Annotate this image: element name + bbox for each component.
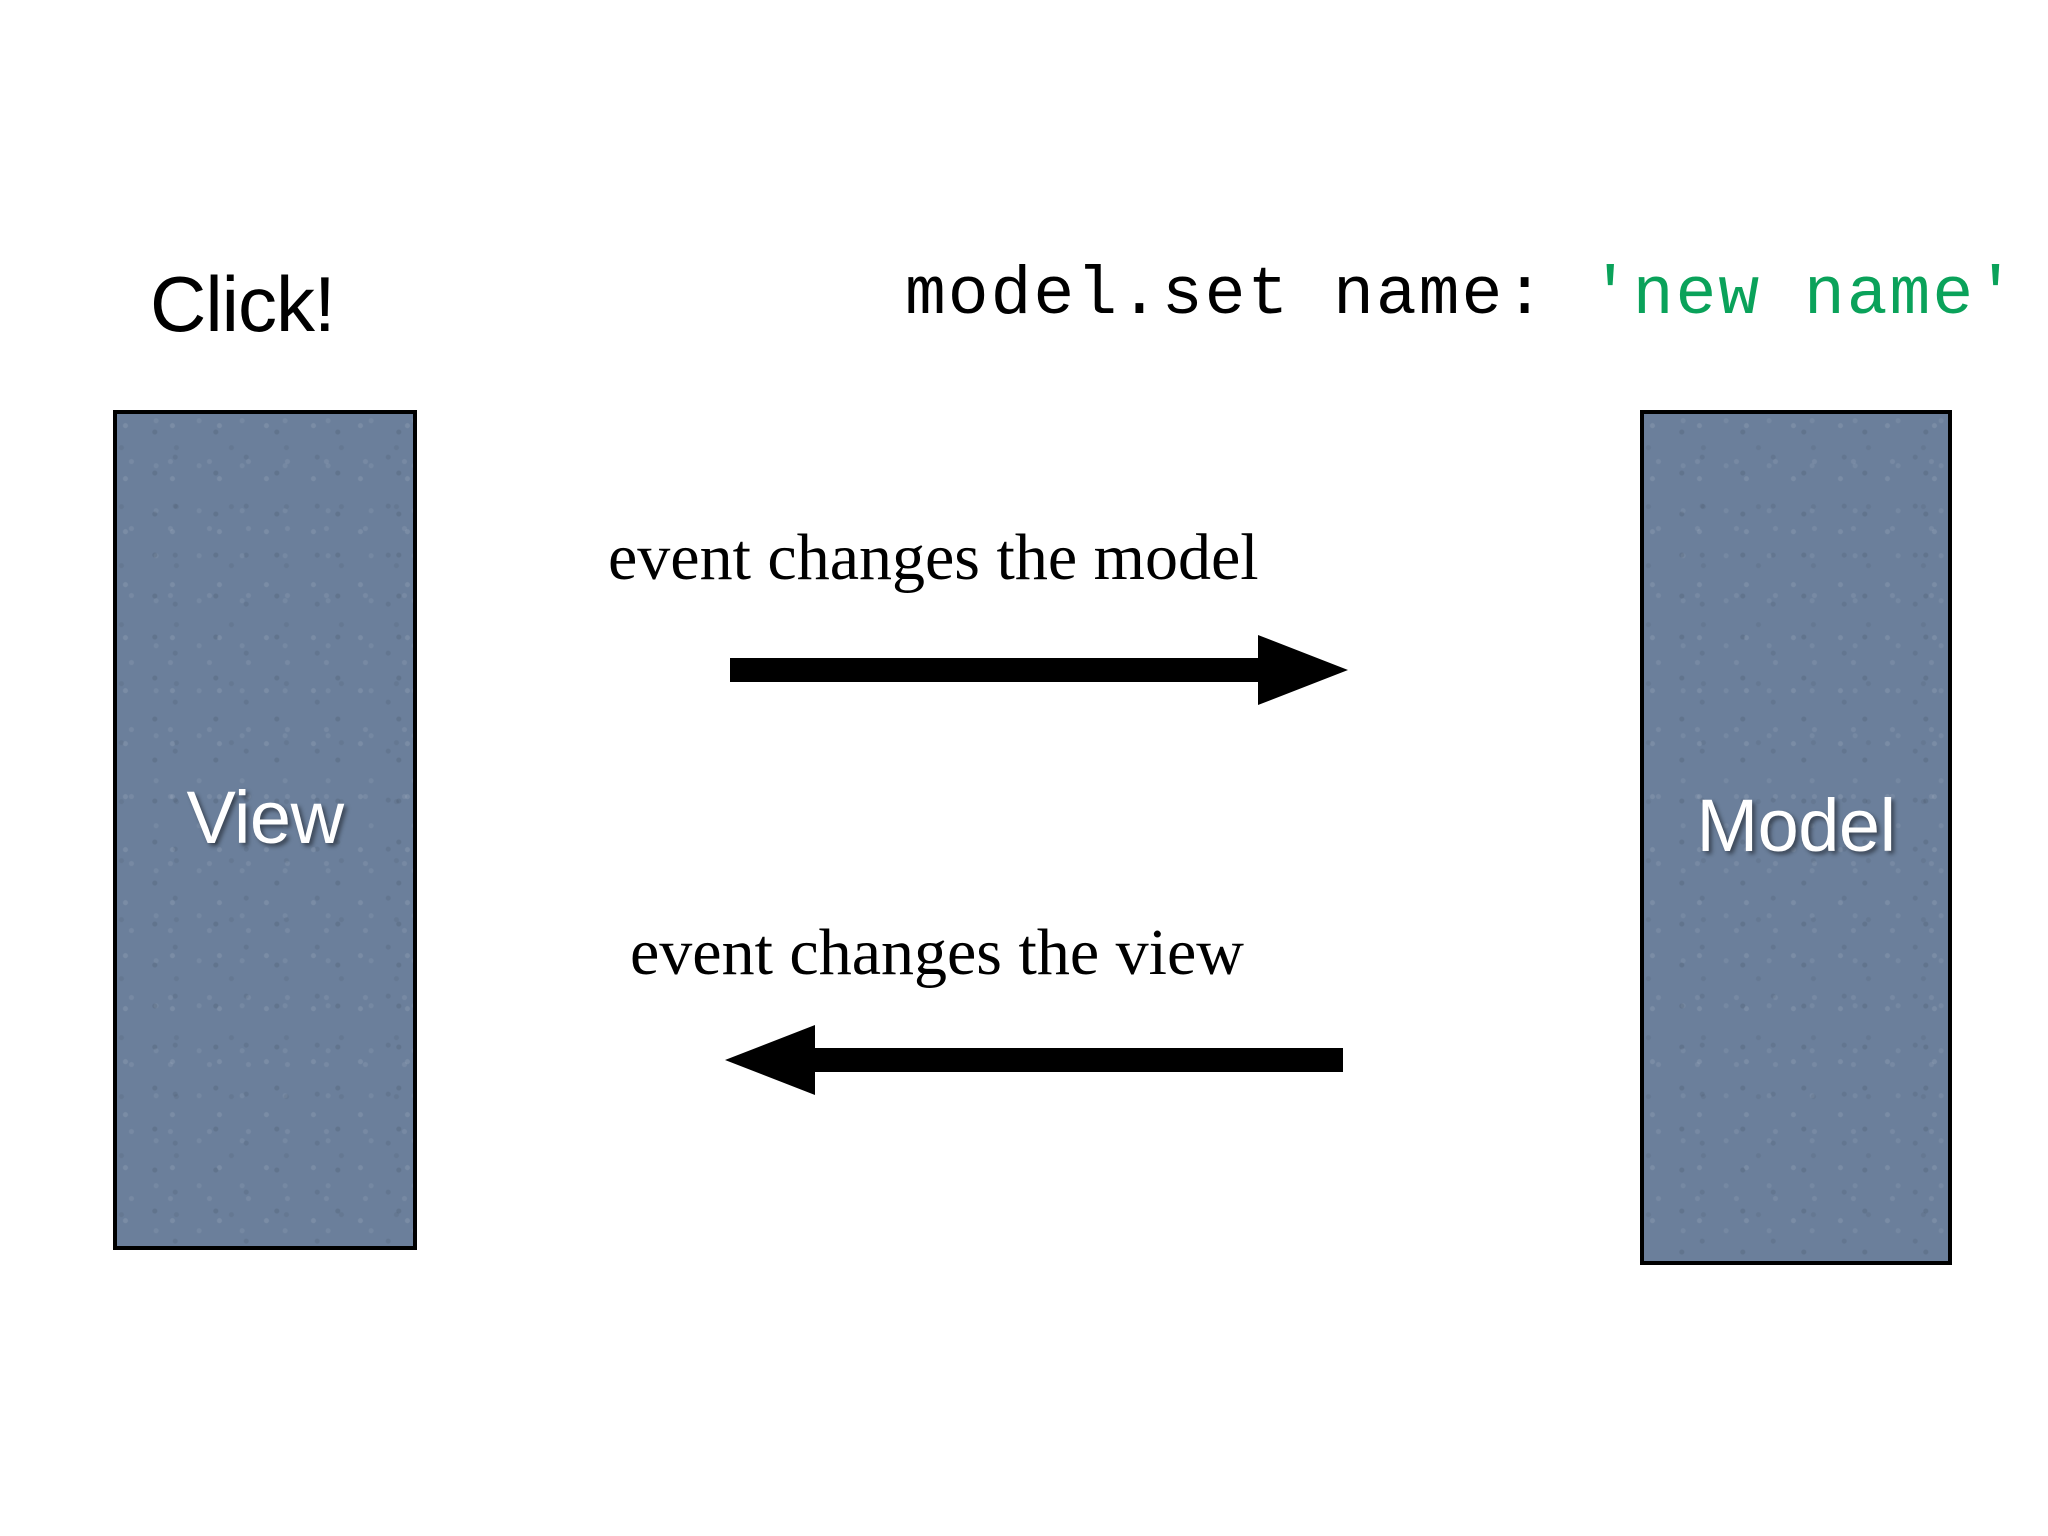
arrow-right-icon (730, 635, 1348, 705)
click-annotation: Click! (150, 260, 336, 348)
code-string-literal: 'new name' (1589, 257, 2018, 334)
edge-label-view-to-model: event changes the model (608, 521, 1259, 594)
code-statement-prefix: model.set name: (905, 257, 1590, 334)
view-node-label: View (186, 776, 344, 859)
model-node-label: Model (1696, 783, 1896, 867)
edge-label-model-to-view: event changes the view (630, 916, 1244, 989)
model-node: Model (1640, 410, 1952, 1265)
arrow-left-icon (725, 1025, 1343, 1095)
view-node: View (113, 410, 417, 1250)
code-annotation: model.set name: 'new name' (905, 262, 2018, 330)
